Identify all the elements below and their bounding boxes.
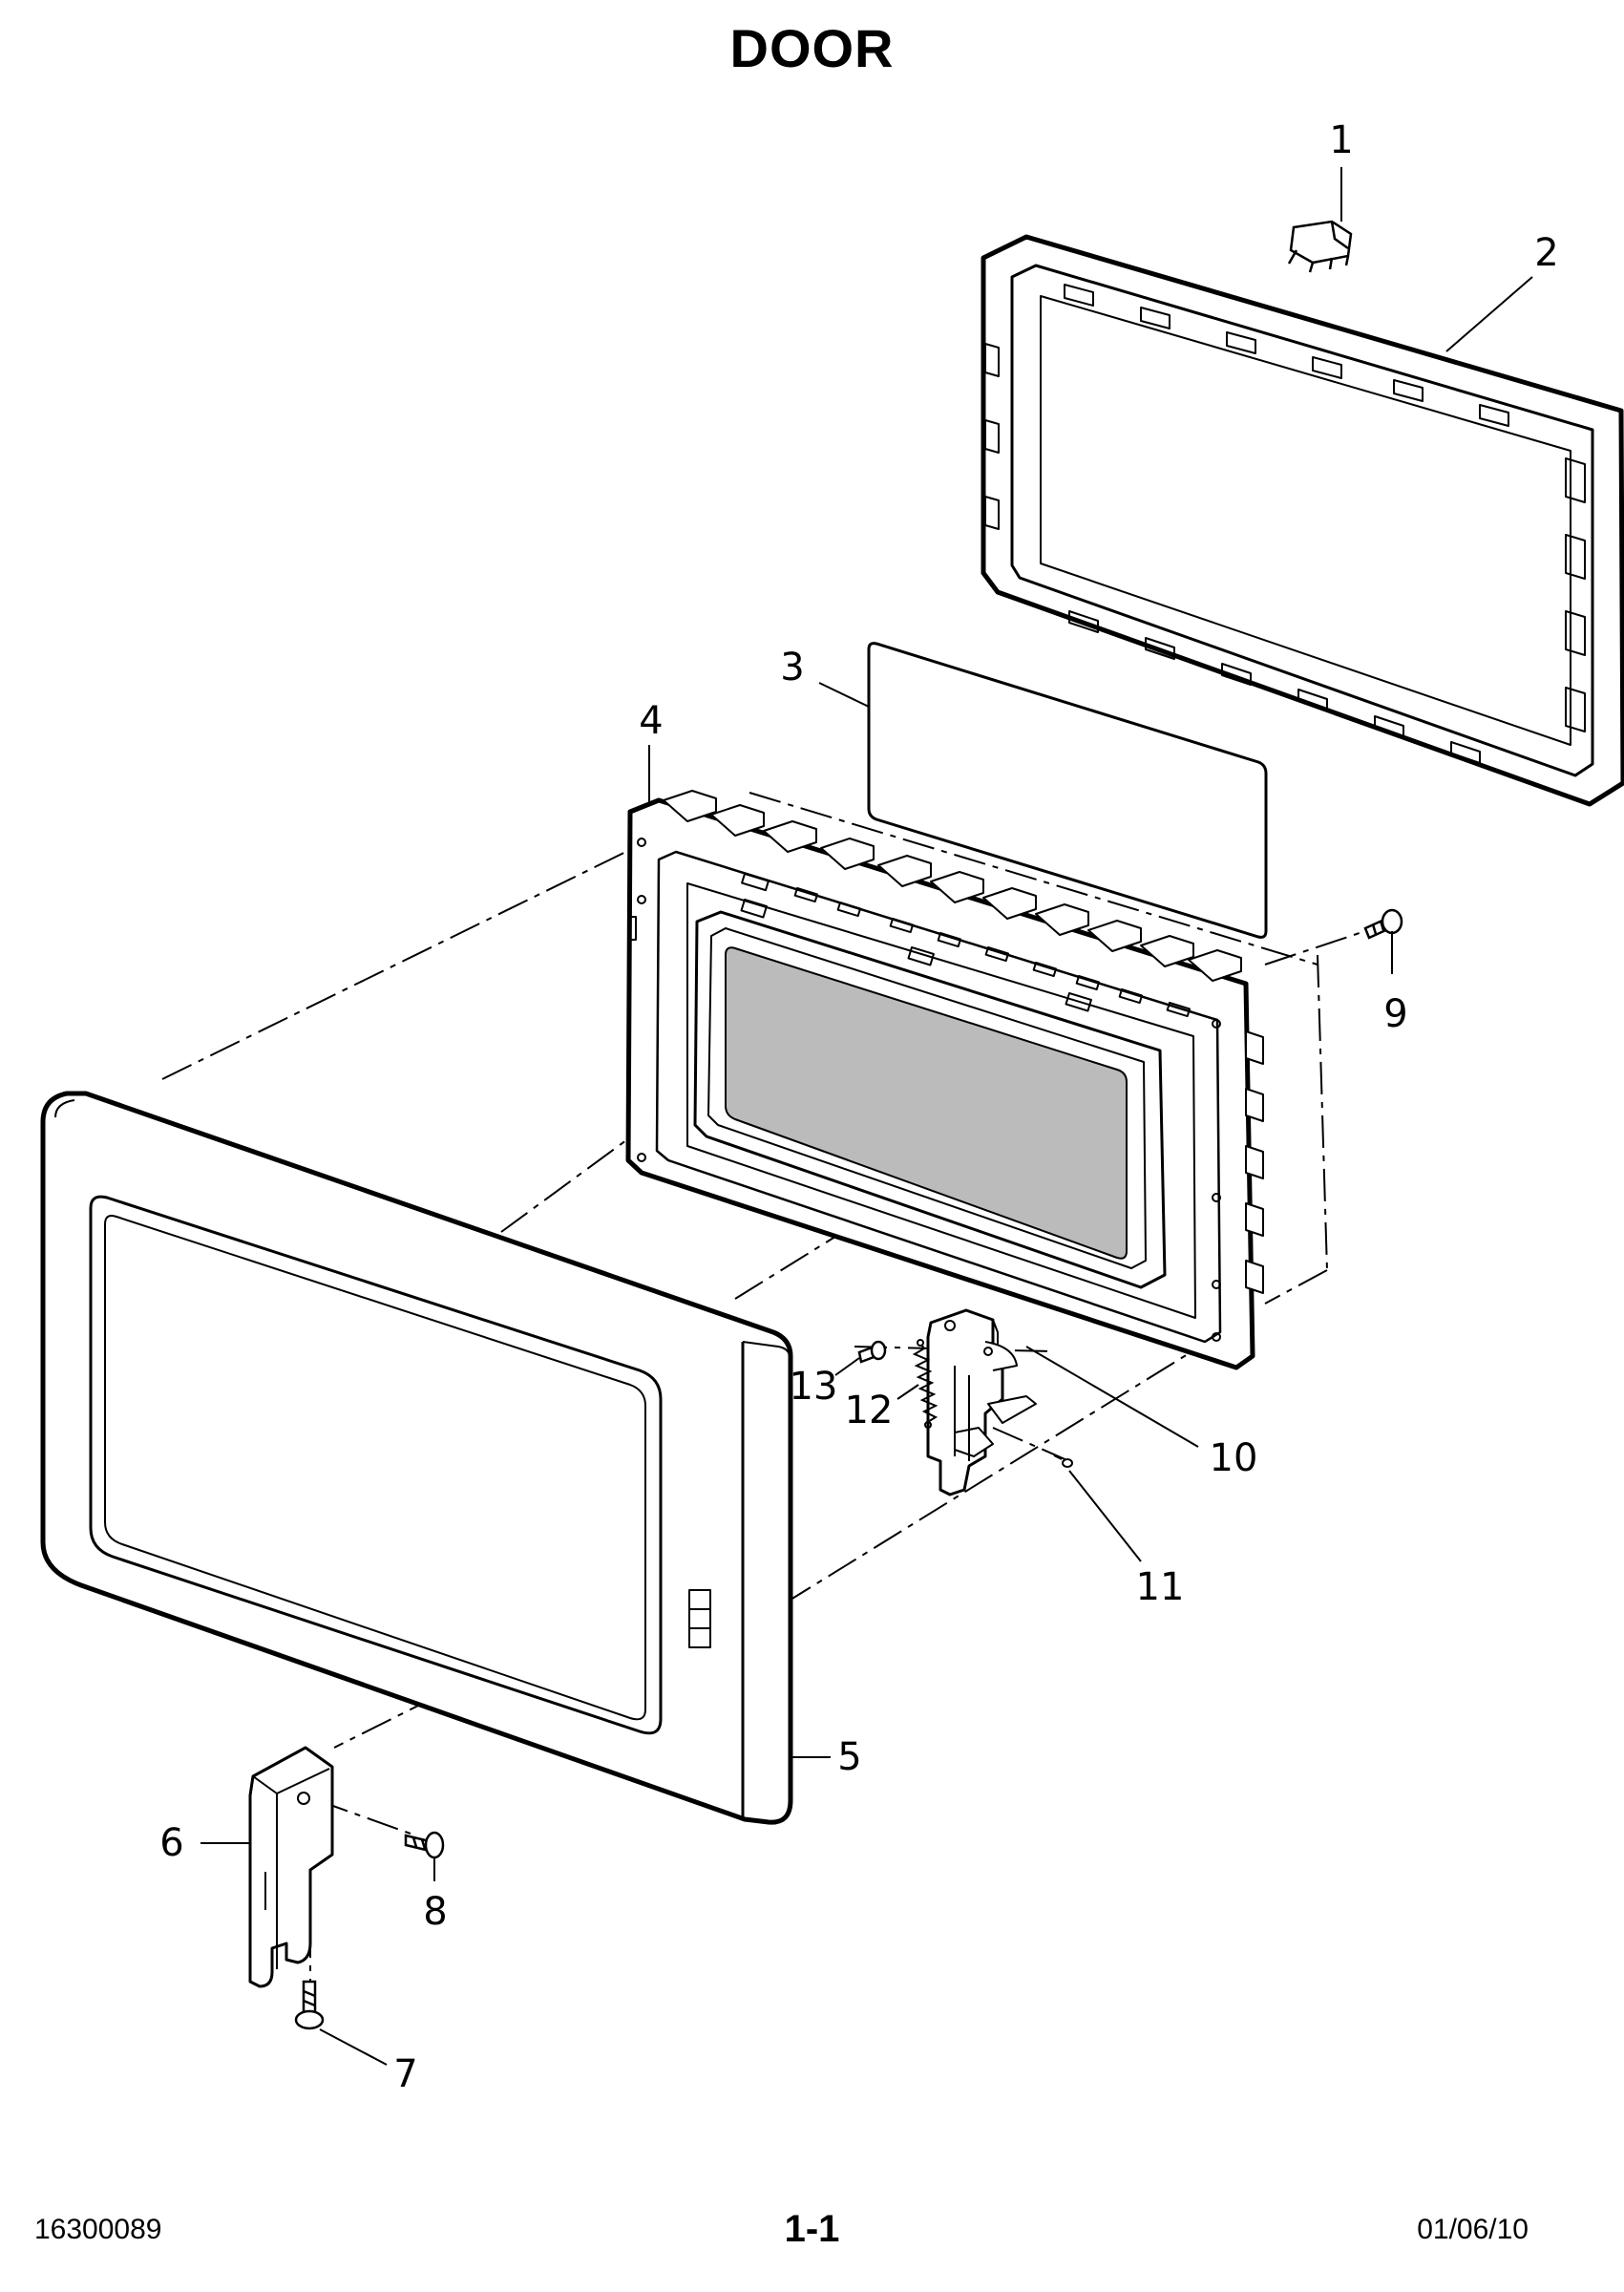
callout-9: 9 <box>1383 992 1407 1036</box>
callout-4: 4 <box>639 699 663 743</box>
part-9-screw <box>1363 908 1403 940</box>
part-8-screw <box>404 1831 445 1859</box>
callout-12: 12 <box>845 1389 894 1432</box>
callout-5: 5 <box>837 1735 861 1779</box>
callout-13: 13 <box>790 1365 838 1409</box>
callout-1: 1 <box>1329 118 1353 162</box>
part-1-clip <box>1287 220 1353 273</box>
part-4-inner-door-panel <box>625 790 1264 1370</box>
page-title: DOOR <box>729 18 895 78</box>
part-7-screw <box>294 1980 325 2030</box>
part-2-door-frame <box>981 234 1624 807</box>
part-5-outer-door <box>40 1091 793 1825</box>
callout-10: 10 <box>1210 1436 1258 1480</box>
document-date: 01/06/10 <box>1417 2214 1529 2245</box>
callout-7: 7 <box>393 2052 417 2096</box>
part-3-window-film <box>867 642 1268 939</box>
part-13-screw <box>857 1340 887 1364</box>
part-10-latch-assembly <box>926 1308 1037 1496</box>
callout-6: 6 <box>159 1821 183 1865</box>
callout-11: 11 <box>1136 1565 1185 1609</box>
leader-lines <box>200 167 1533 2066</box>
part-12-spring <box>912 1339 939 1429</box>
callout-labels: 1 2 3 4 9 13 12 10 11 5 6 8 7 <box>159 118 1558 2096</box>
part-6-handle <box>248 1746 334 1988</box>
document-number: 16300089 <box>34 2214 162 2245</box>
callout-3: 3 <box>780 646 804 690</box>
callout-8: 8 <box>423 1890 447 1934</box>
page-number: 1-1 <box>784 2208 840 2250</box>
callout-2: 2 <box>1534 231 1558 275</box>
part-11-screw <box>1053 1454 1073 1468</box>
